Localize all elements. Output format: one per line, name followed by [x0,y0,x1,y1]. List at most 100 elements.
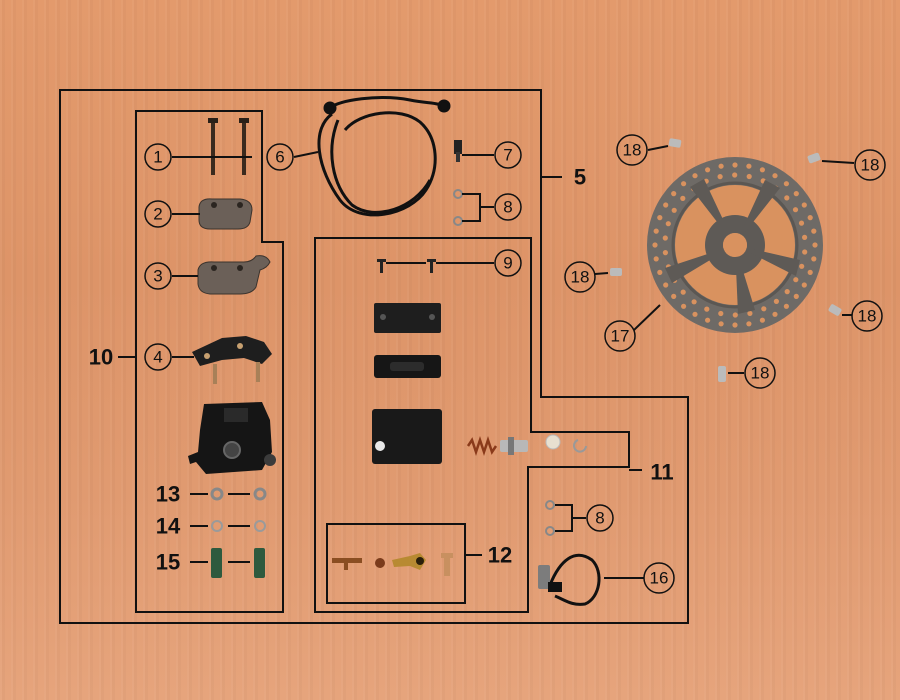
disc-hole [671,207,677,213]
callout-18-e: 18 [744,357,776,389]
callout-7: 7 [494,141,522,169]
callout-9-text: 9 [503,254,512,273]
reservoir-diaphragm [374,355,441,378]
disc-hole [662,250,669,256]
disc-hole [662,235,668,241]
callout-1: 1 [144,143,172,171]
label-5: 5 [574,165,586,190]
disc-hole [811,256,817,262]
disc-hole [732,172,738,178]
disc-hole [704,306,710,312]
disc-hole [784,195,790,201]
disc-hole [746,163,752,169]
disc-hole [811,228,817,234]
callout-18-c-text: 18 [571,268,590,287]
master-cylinder-body [372,409,442,464]
callout-8-lower: 8 [586,504,614,532]
disc-hole [718,321,724,327]
banjo-bolt [454,140,462,162]
label-15: 15 [156,550,180,575]
callout-8-lower-text: 8 [595,509,604,528]
callout-2-text: 2 [153,205,162,224]
disc-hole [663,282,669,288]
disc-hole [705,167,711,173]
washers-13 [210,487,267,501]
disc-hole [802,234,808,240]
disc-hole [718,310,724,317]
disc-hole [783,303,790,309]
disc-hole [801,202,807,208]
callout-1-text: 1 [153,148,162,167]
disc-hole [793,191,799,197]
callout-17: 17 [604,320,636,352]
brake-pad-a [198,198,253,230]
label-10: 10 [89,345,113,370]
callout-18-a-text: 18 [623,141,642,160]
disc-bolts [610,138,842,382]
group-11-outline [314,237,630,613]
callout-18-b: 18 [854,149,886,181]
reservoir-cover-screws [377,259,436,273]
callout-18-e-text: 18 [751,364,770,383]
caliper-pin-bolts [208,118,249,175]
callout-18-a: 18 [616,134,648,166]
callout-18-d-text: 18 [858,307,877,326]
piston-assembly [466,434,587,456]
disc-hole [691,299,697,305]
disc-hole [784,289,790,295]
brake-caliper-body [188,402,276,474]
disc-hole [793,293,799,299]
disc-hole [759,317,766,323]
callout-17-text: 17 [611,327,630,346]
callout-4-text: 4 [153,348,162,367]
disc-hole [799,263,805,269]
disc-hole [772,173,778,179]
lever-pivot-parts [332,553,453,576]
label-11: 11 [650,460,673,485]
disc-hole [652,242,658,248]
washers-14 [211,520,266,532]
disc-hole [773,298,780,304]
callout-18-c: 18 [564,261,596,293]
brake-pad-b [197,255,271,295]
mounting-bolts-15 [211,548,265,578]
label-14: 14 [156,514,181,539]
brake-light-switch [538,553,601,606]
callout-3: 3 [144,262,172,290]
disc-hole [665,221,671,227]
disc-hole [705,317,711,323]
disc-hole [692,311,698,317]
sealing-washers-b [545,500,555,536]
callout-8-upper-text: 8 [503,198,512,217]
disc-hole [717,174,723,180]
disc-hole [793,277,799,283]
disc-hole [807,215,813,221]
disc-hole [732,162,738,168]
disc-hole [657,215,663,221]
callout-18-d: 18 [851,300,883,332]
disc-hole [692,173,698,179]
callout-6: 6 [266,143,294,171]
callout-4: 4 [144,343,172,371]
group-12-outline [326,523,466,604]
caliper-bracket [192,336,272,384]
callout-16-text: 16 [650,569,669,588]
callout-18-b-text: 18 [861,156,880,175]
callout-9: 9 [494,249,522,277]
disc-hole [653,256,659,262]
callout-16: 16 [643,562,675,594]
disc-hole [812,242,818,248]
disc-hole [759,167,766,173]
disc-spokes [665,179,800,314]
disc-hole [663,202,669,208]
disc-hole [746,321,752,327]
disc-hole [657,269,663,275]
disc-hole [792,207,799,213]
callout-3-text: 3 [153,267,162,286]
disc-hole [732,312,738,318]
group-5-outline [59,89,689,624]
callout-8-upper: 8 [494,193,522,221]
disc-hole [802,249,808,255]
